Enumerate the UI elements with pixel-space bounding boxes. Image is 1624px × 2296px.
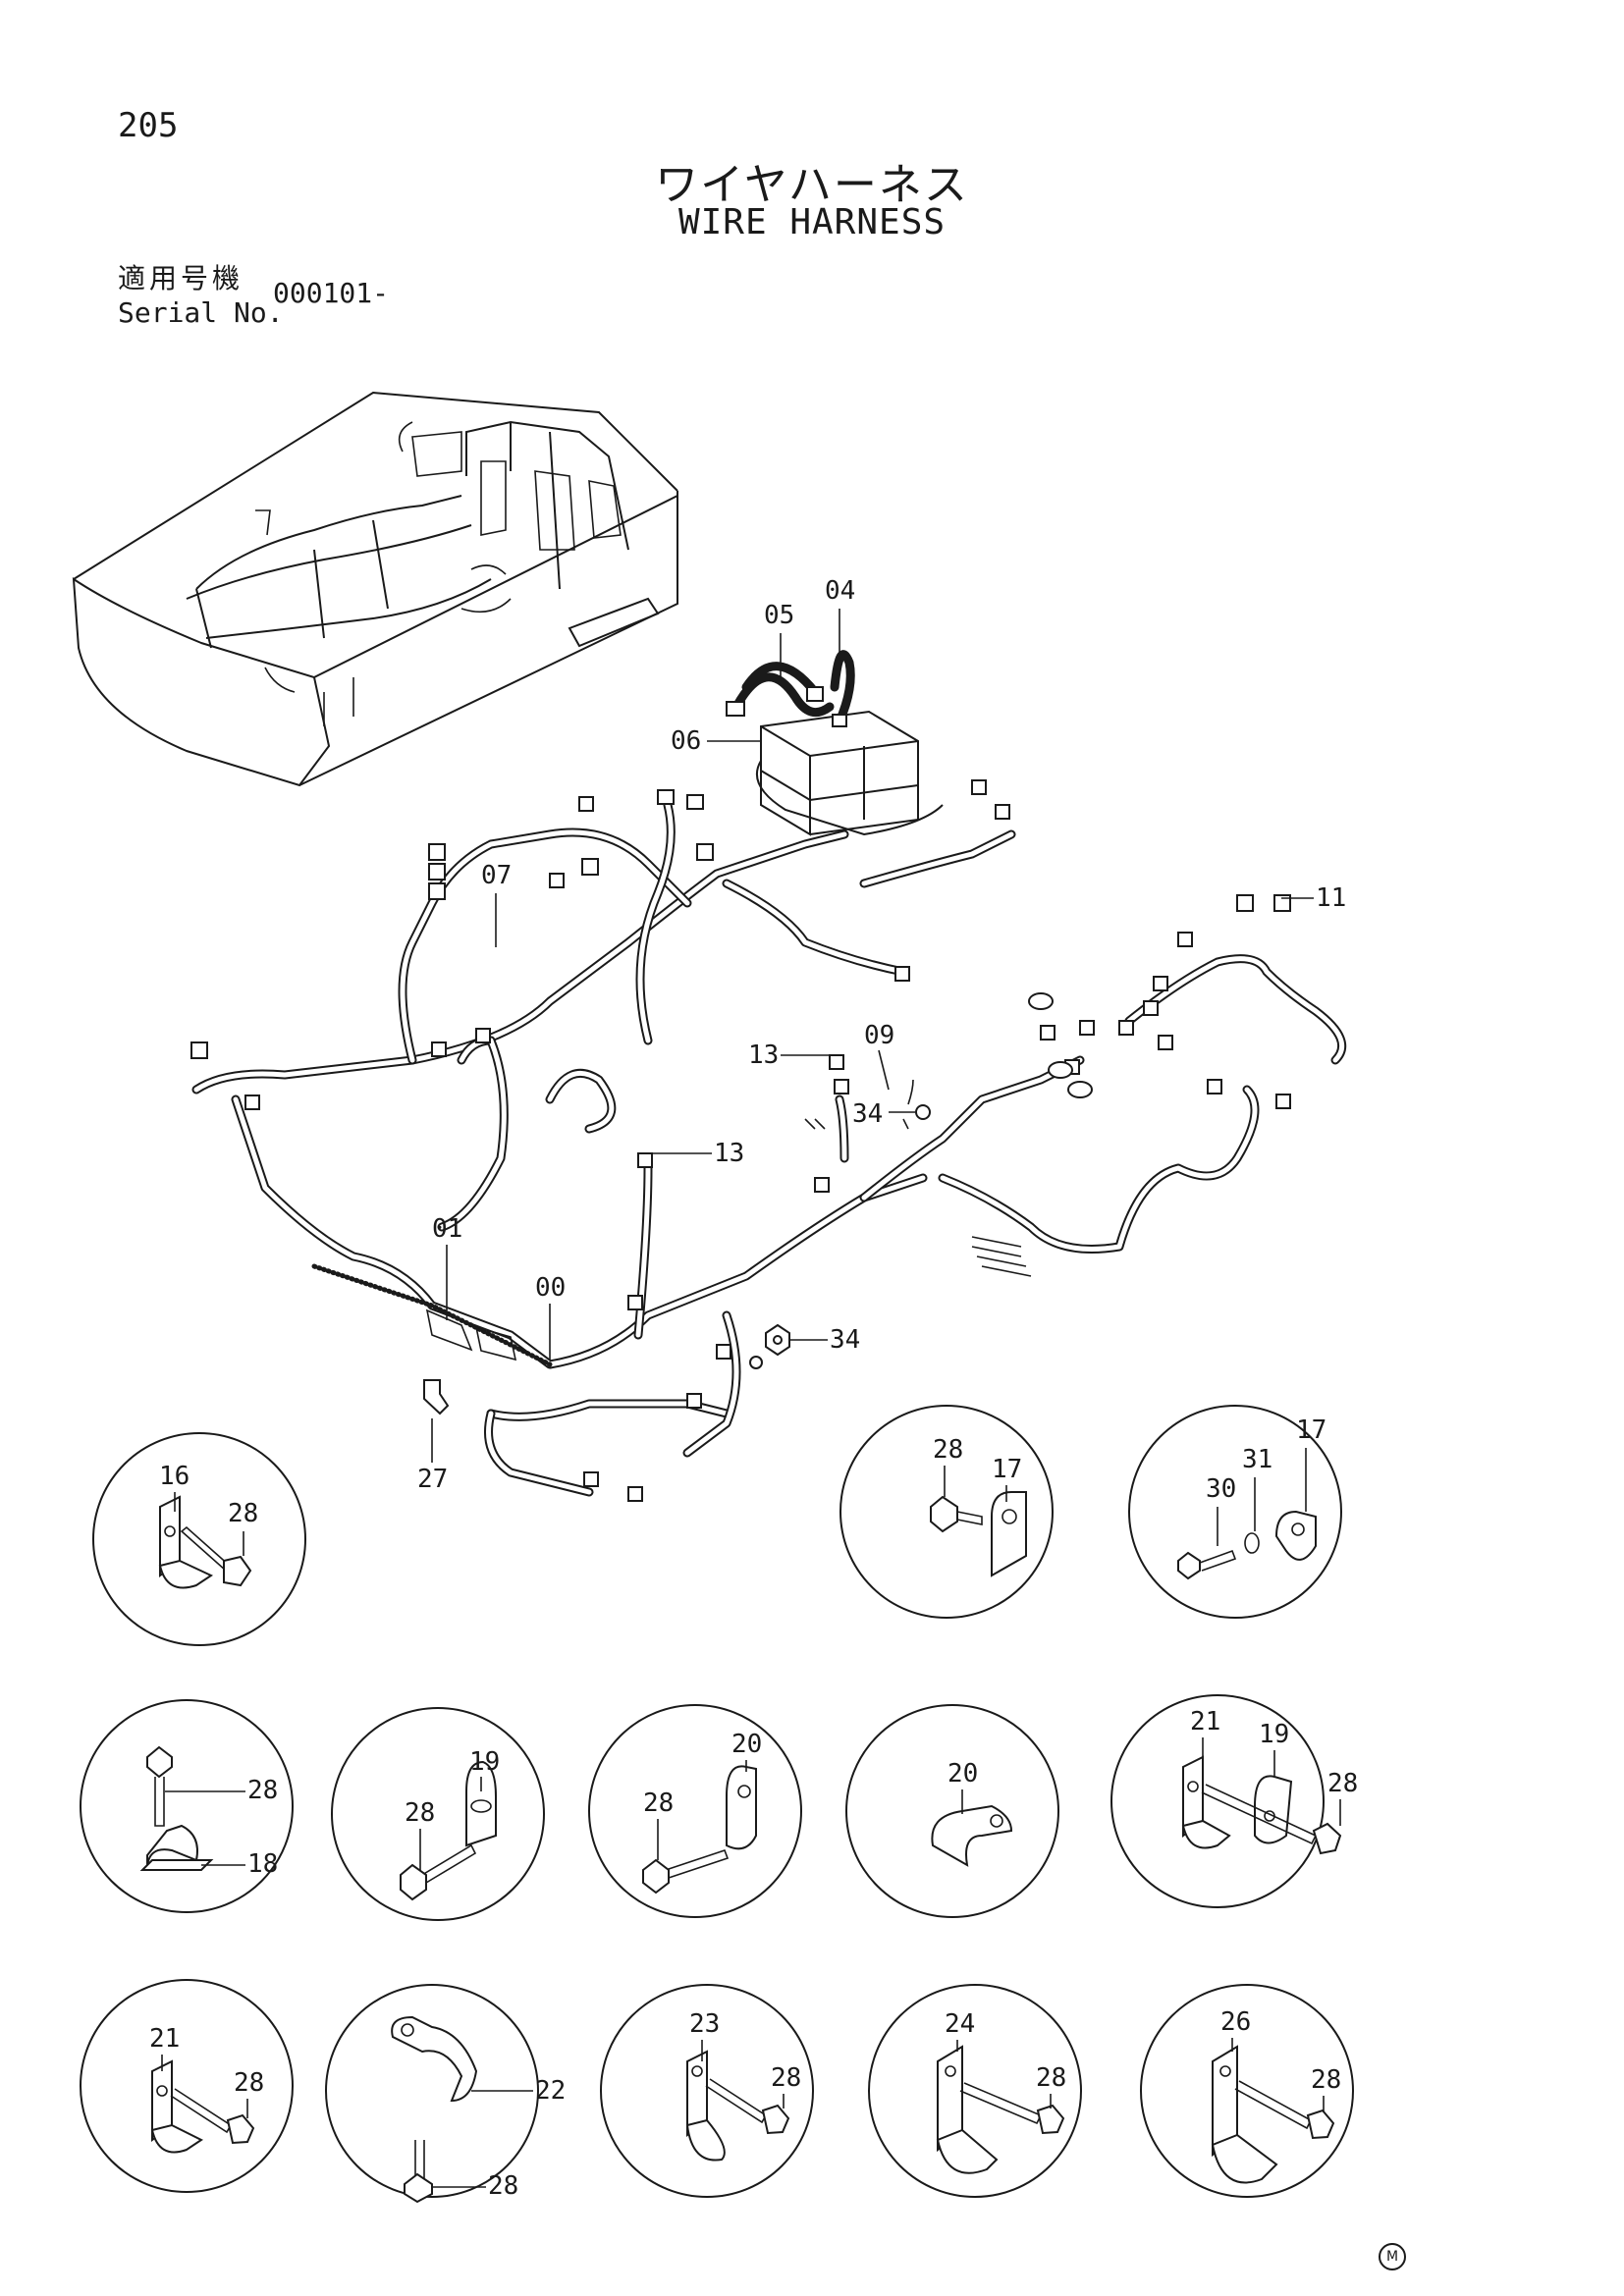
machine-overview xyxy=(72,391,678,787)
detail-circle-6: 20 28 xyxy=(588,1704,802,1918)
callout-00: 00 xyxy=(535,1273,566,1303)
detail-3-label-1: 30 xyxy=(1206,1474,1236,1504)
detail-3-label-2: 31 xyxy=(1242,1445,1272,1474)
callout-05: 05 xyxy=(764,601,794,630)
detail-circle-7: 20 xyxy=(845,1704,1059,1918)
serial-label-japanese: 適用号機 xyxy=(118,262,244,294)
detail-9-label-1: 21 xyxy=(149,2024,180,2054)
detail-6-label-2: 28 xyxy=(643,1789,674,1818)
callout-labels: 05 04 06 07 11 09 13 13 34 34 01 00 27 xyxy=(417,576,1346,1494)
detail-circle-13: 26 28 xyxy=(1140,1984,1354,2198)
detail-8-label-3: 28 xyxy=(1327,1769,1358,1798)
detail-13-label-1: 26 xyxy=(1220,2007,1251,2037)
detail-10-label-2: 28 xyxy=(488,2171,518,2201)
detail-circle-3: 30 31 17 xyxy=(1128,1405,1342,1619)
detail-5-label-2: 28 xyxy=(405,1798,435,1828)
title-japanese: ワイヤハーネス xyxy=(655,160,969,210)
callout-34a: 34 xyxy=(852,1099,883,1129)
detail-9-label-2: 28 xyxy=(234,2068,264,2098)
detail-circle-8: 21 19 28 xyxy=(1110,1694,1358,1908)
main-harness xyxy=(191,800,1347,1497)
callout-27: 27 xyxy=(417,1465,448,1494)
detail-circle-4: 28 18 xyxy=(80,1699,294,1913)
detail-10-label-1: 22 xyxy=(535,2076,566,2106)
detail-2-label-2: 17 xyxy=(992,1455,1022,1484)
battery-assembly xyxy=(726,650,944,836)
detail-circle-5: 19 28 xyxy=(331,1707,545,1921)
title-english: WIRE HARNESS xyxy=(677,202,947,242)
detail-8-label-2: 19 xyxy=(1259,1720,1289,1749)
detail-circle-10: 22 28 xyxy=(325,1984,566,2204)
detail-circle-2: 28 17 xyxy=(839,1405,1054,1619)
detail-11-label-2: 28 xyxy=(771,2063,801,2093)
manufacturer-mark: M xyxy=(1379,2243,1406,2270)
detail-circle-11: 23 28 xyxy=(600,1984,814,2198)
callout-13a: 13 xyxy=(748,1041,779,1070)
callout-07: 07 xyxy=(481,861,512,890)
detail-5-label-1: 19 xyxy=(469,1747,500,1777)
detail-1-label-1: 16 xyxy=(159,1462,189,1491)
detail-11-label-1: 23 xyxy=(689,2009,720,2039)
detail-6-label-1: 20 xyxy=(731,1730,762,1759)
detail-7-label-1: 20 xyxy=(947,1759,978,1789)
page-number: 205 xyxy=(118,106,179,145)
detail-3-label-3: 17 xyxy=(1296,1415,1326,1445)
serial-value: 000101- xyxy=(273,277,390,309)
detail-1-label-2: 28 xyxy=(228,1499,258,1528)
connectors xyxy=(190,779,1291,1502)
detail-2-label-1: 28 xyxy=(933,1435,963,1465)
detail-13-label-2: 28 xyxy=(1311,2065,1341,2095)
callout-06: 06 xyxy=(671,726,701,756)
callout-11: 11 xyxy=(1316,883,1346,913)
detail-4-label-2: 18 xyxy=(247,1849,278,1879)
detail-4-label-1: 28 xyxy=(247,1776,278,1805)
callout-13b: 13 xyxy=(714,1139,744,1168)
serial-label-english: Serial No. xyxy=(118,296,284,329)
callout-01: 01 xyxy=(432,1214,462,1244)
detail-circle-12: 24 28 xyxy=(868,1984,1082,2198)
detail-8-label-1: 21 xyxy=(1190,1707,1220,1736)
detail-circle-1: 16 28 xyxy=(92,1432,306,1646)
detail-12-label-2: 28 xyxy=(1036,2063,1066,2093)
callout-09: 09 xyxy=(864,1021,894,1050)
callout-04: 04 xyxy=(825,576,855,606)
detail-12-label-1: 24 xyxy=(945,2009,975,2039)
callout-34b: 34 xyxy=(830,1325,860,1355)
detail-circle-9: 21 28 xyxy=(80,1979,294,2193)
